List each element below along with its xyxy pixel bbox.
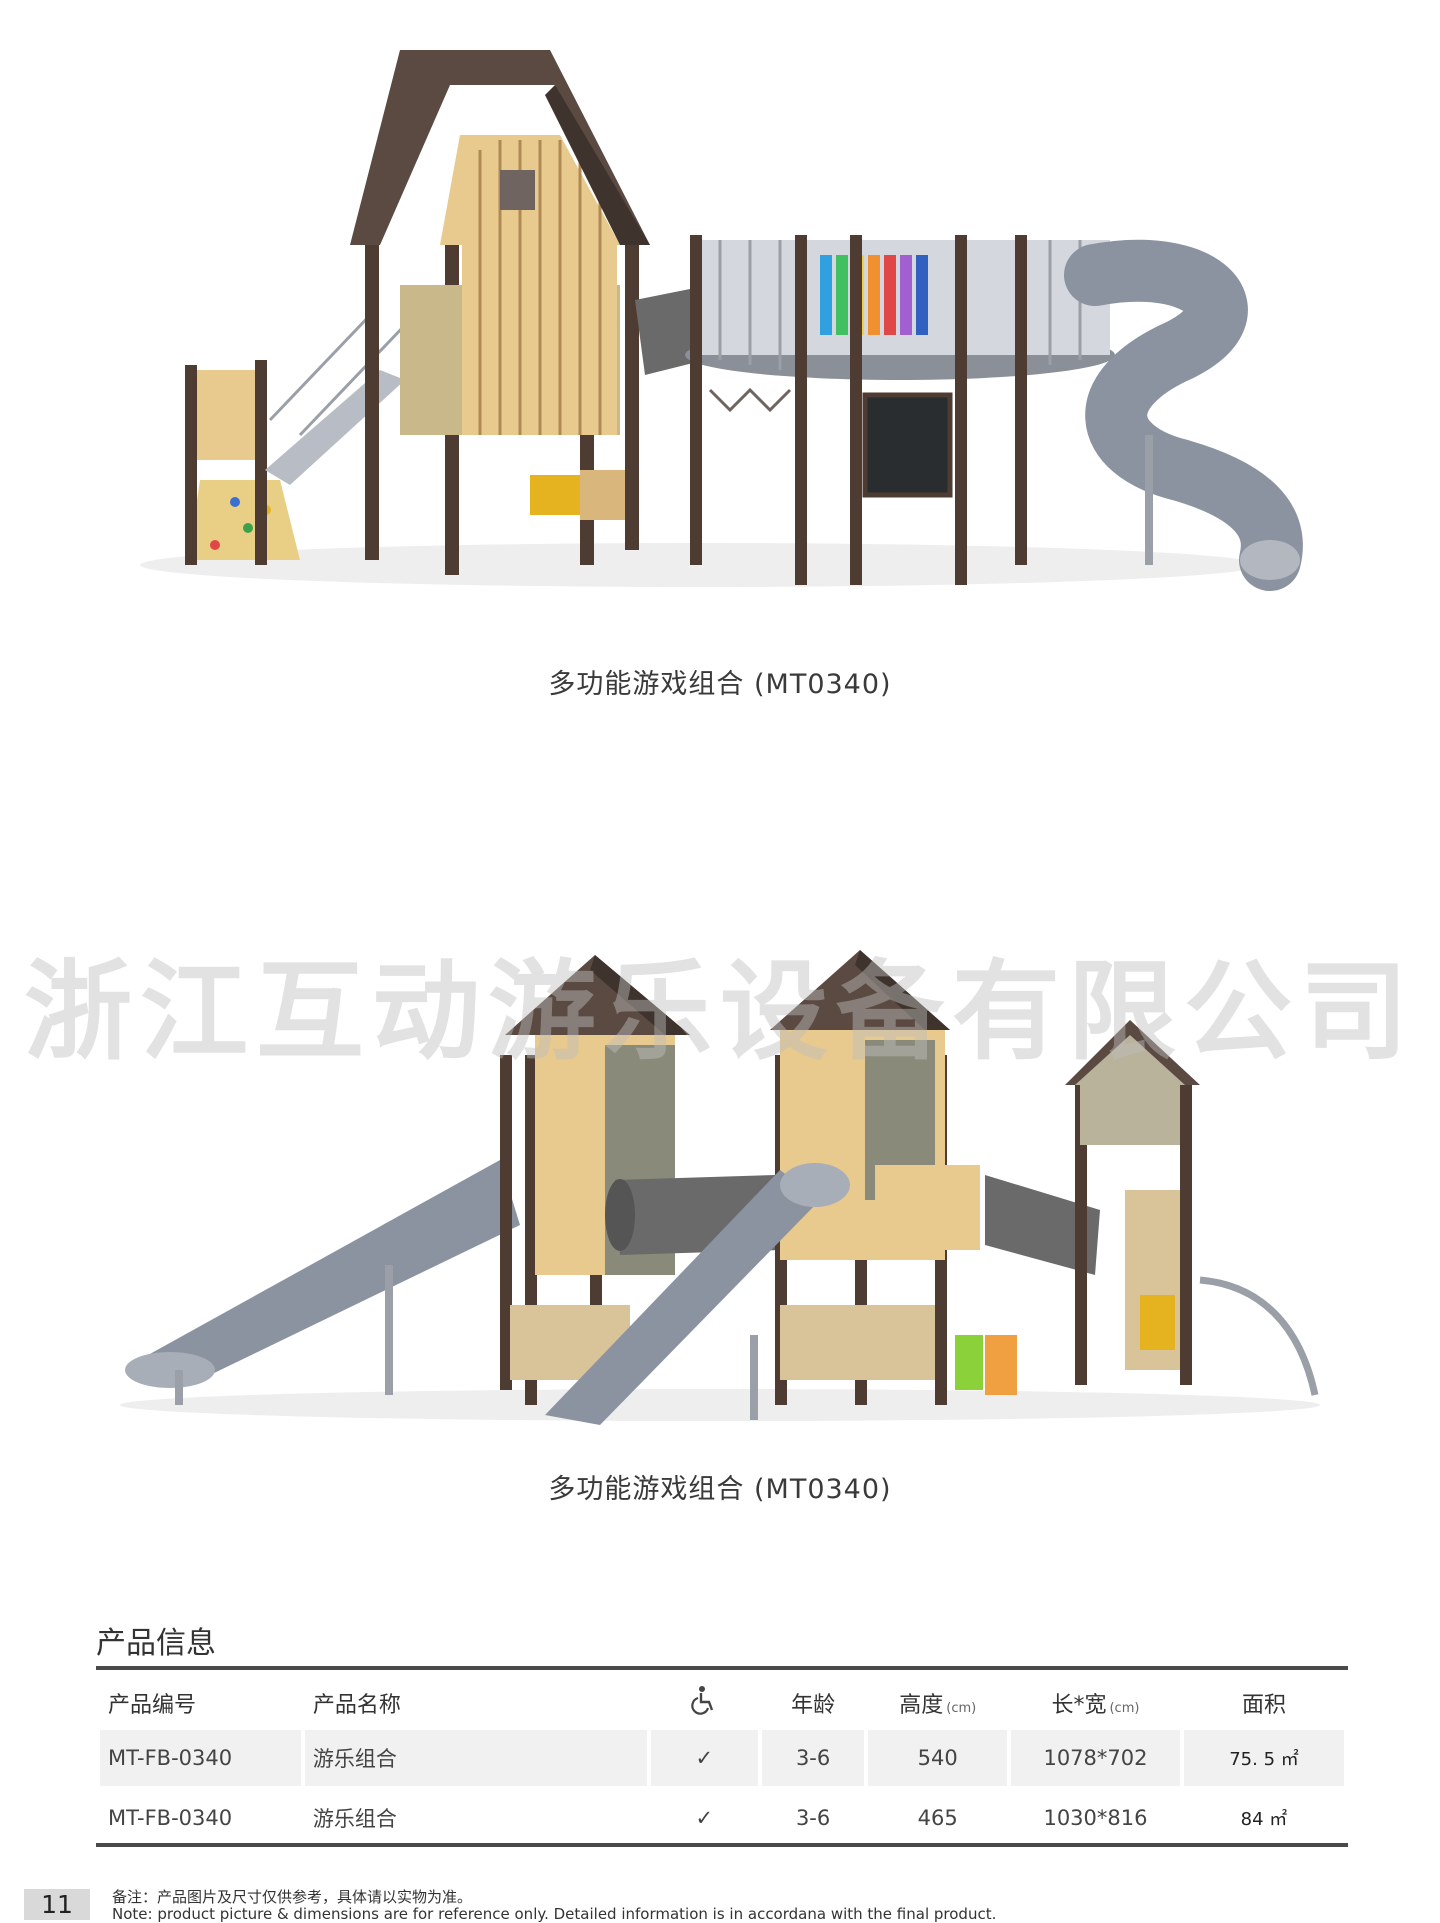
cell-name: 游乐组合: [304, 1730, 647, 1786]
table-top-rule: [96, 1666, 1348, 1670]
footnote: 备注：产品图片及尺寸仅供参考，具体请以实物为准。 Note: product p…: [112, 1889, 996, 1923]
cell-height: 465: [917, 1806, 958, 1830]
table-row: MT-FB-0340 游乐组合 ✓ 3-6 465 1030*816 84 ㎡: [100, 1790, 1344, 1846]
footnote-en: Note: product picture & dimensions are f…: [112, 1905, 997, 1923]
cell-name: 游乐组合: [312, 1807, 397, 1831]
header-name: 产品名称: [312, 1693, 401, 1718]
product-caption-1: 多功能游戏组合 (MT0340): [548, 669, 892, 700]
header-height: 高度(cm): [868, 1676, 1006, 1730]
footnote-cn: 备注：产品图片及尺寸仅供参考，具体请以实物为准。: [112, 1888, 473, 1906]
shadow-2: [120, 1389, 1320, 1421]
header-age: 年龄: [791, 1693, 836, 1718]
tunnel-3: [985, 1175, 1100, 1275]
header-code: 产品编号: [108, 1693, 197, 1718]
table-row: MT-FB-0340 游乐组合 ✓ 3-6 540 1078*702 75. 5…: [100, 1730, 1344, 1786]
table-bottom-rule: [96, 1843, 1348, 1847]
small-house: [1065, 1020, 1200, 1385]
stairs: [265, 308, 407, 485]
table-header-row: 产品编号 产品名称 年龄 高度(cm) 长*宽(cm) 面积: [100, 1676, 1344, 1730]
playground-illustration-1: [140, 50, 1303, 591]
playground-illustration-2: [120, 950, 1320, 1425]
header-size: 长*宽(cm): [1011, 1676, 1180, 1730]
cell-code: MT-FB-0340: [108, 1806, 233, 1830]
header-height-unit: (cm): [946, 1701, 977, 1716]
spiral-slide: [1064, 239, 1303, 591]
tube-slide: [125, 1160, 520, 1405]
wheelchair-icon: [651, 1676, 758, 1730]
climbing-wall: [188, 480, 300, 560]
cell-code: MT-FB-0340: [100, 1730, 301, 1786]
cell-area: 75. 5 ㎡: [1183, 1730, 1344, 1786]
tower-2: [770, 950, 980, 1405]
straight-slide: [545, 1163, 850, 1425]
cell-size: 1078*702: [1010, 1730, 1180, 1786]
cell-size: 1030*816: [1043, 1806, 1148, 1830]
header-height-label: 高度: [899, 1693, 944, 1718]
monkey-bars: [1199, 1276, 1319, 1396]
product-info-table: 产品编号 产品名称 年龄 高度(cm) 长*宽(cm) 面积 MT-FB-034…: [96, 1676, 1348, 1846]
header-area: 面积: [1241, 1693, 1286, 1718]
check-icon: ✓: [650, 1730, 758, 1786]
xylophone: [820, 255, 928, 335]
cell-age: 3-6: [761, 1730, 865, 1786]
cell-height: 540: [868, 1730, 1007, 1786]
section-title: 产品信息: [96, 1626, 216, 1661]
product-caption-2: 多功能游戏组合 (MT0340): [548, 1474, 892, 1505]
header-size-unit: (cm): [1109, 1701, 1140, 1716]
main-house: [350, 50, 650, 575]
cell-age: 3-6: [795, 1806, 831, 1830]
header-size-label: 长*宽: [1051, 1693, 1107, 1718]
page-number: 11: [24, 1889, 90, 1920]
check-icon: ✓: [695, 1806, 714, 1830]
round-platform: [685, 235, 1115, 585]
cell-area: 84 ㎡: [1240, 1809, 1288, 1830]
chalkboard: [862, 392, 953, 498]
